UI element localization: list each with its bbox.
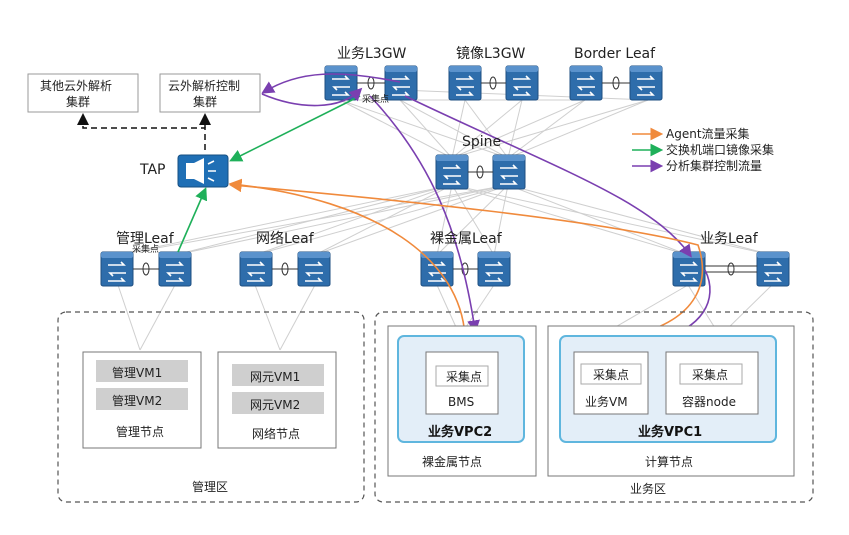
label-spine: Spine [462,134,501,150]
label-mgmt-leaf: 管理Leaf [116,231,175,247]
label-border-leaf: Border Leaf [574,46,656,62]
purple-flow-ctrl [261,73,401,94]
tap-to-other-arrow [77,113,206,150]
label-mirror-l3gw: 镜像L3GW [456,46,526,62]
mgmt-zone-box [57,311,365,503]
legend-mirror: 交换机端口镜像采集 [666,142,774,157]
label-other-cloud-2: 集群 [66,94,90,109]
net-vm1-box [232,364,324,386]
border-leaf[interactable] [569,65,663,101]
orange-flow-bms [228,178,466,337]
label-biz-leaf: 业务Leaf [700,231,759,247]
mgmt-vm1-box [96,360,188,382]
biz-zone-box [374,311,814,503]
vm-collect-box [580,363,642,385]
legend-agent: Agent流量采集 [666,126,750,141]
biz-leaf[interactable] [672,251,790,287]
label-cloud-ctrl-2: 集群 [193,94,217,109]
label-collect-mgmt: 采集点 [132,243,159,255]
label-net-vm1: 网元VM1 [250,370,300,384]
tap-icon[interactable] [177,154,229,188]
label-net-node: 网络节点 [252,426,300,441]
green-flow-1 [229,95,361,162]
label-tap: TAP [139,162,165,178]
label-net-leaf: 网络Leaf [256,231,315,247]
green-flow-2 [177,187,208,253]
label-biz-vpc1: 业务VPC1 [638,424,702,440]
mirror-l3gw[interactable] [448,65,539,101]
bms-collect-box [435,365,489,387]
net-vm2-box [232,392,324,414]
label-biz-vm: 业务VM [585,394,628,409]
label-mgmt-vm2: 管理VM2 [112,393,162,408]
label-vm-collect: 采集点 [593,367,629,382]
label-biz-l3gw: 业务L3GW [337,46,407,62]
cloud-ctrl-box [159,73,261,113]
label-container-collect: 采集点 [692,367,728,382]
orange-flow-vm [228,179,704,337]
net-leaf[interactable] [239,251,331,287]
label-bms-collect: 采集点 [446,369,482,384]
mgmt-vm2-box [96,388,188,410]
legend: Agent流量采集 交换机端口镜像采集 分析集群控制流量 [632,126,774,173]
other-cloud-box [27,73,139,113]
label-bm-node: 裸金属节点 [422,454,482,469]
label-biz-zone: 业务区 [630,481,666,496]
label-mgmt-vm1: 管理VM1 [112,365,162,380]
legend-ctrl: 分析集群控制流量 [666,158,762,173]
purple-flow-leaf [404,95,692,258]
container-collect-box [679,363,743,385]
mgmt-leaf[interactable] [100,251,192,287]
label-mgmt-node: 管理节点 [116,424,164,439]
label-net-vm2: 网元VM2 [250,398,300,412]
label-container-node: 容器node [682,394,736,409]
label-cloud-ctrl-1: 云外解析控制 [168,79,240,93]
label-bms: BMS [448,395,474,409]
purple-flow-back [261,87,363,107]
label-bm-leaf: 裸金属Leaf [430,231,503,247]
label-collect-l3gw: 采集点 [362,93,389,105]
label-compute-node: 计算节点 [645,454,693,469]
label-other-cloud-1: 其他云外解析 [40,79,112,93]
label-mgmt-zone: 管理区 [192,479,228,494]
spine[interactable] [435,154,526,190]
label-biz-vpc2: 业务VPC2 [428,424,492,440]
purple-flow-bms [369,95,480,334]
